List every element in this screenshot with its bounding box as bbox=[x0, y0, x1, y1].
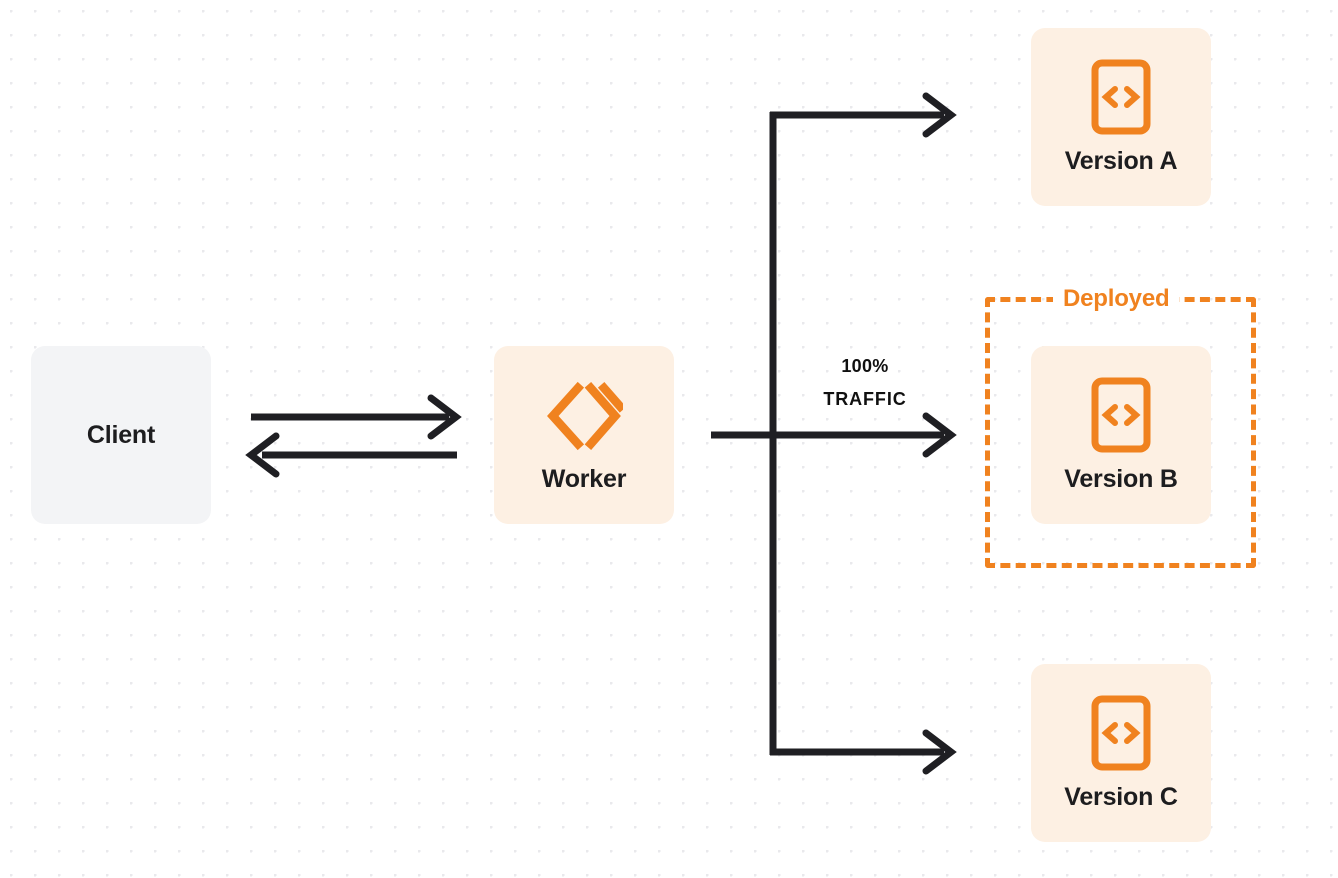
client-node-label: Client bbox=[86, 420, 156, 449]
version-c-node[interactable]: Version C bbox=[1031, 664, 1211, 842]
deployed-group-label: Deployed bbox=[1053, 286, 1180, 312]
edge-trunk-to-version-b bbox=[770, 412, 957, 458]
cloudflare-workers-logo-icon bbox=[547, 381, 623, 450]
worker-node[interactable]: Worker bbox=[494, 346, 674, 524]
traffic-percentage-label: 100% TRAFFIC bbox=[790, 350, 940, 416]
version-a-label: Version A bbox=[1064, 146, 1178, 175]
edge-trunk-to-version-a bbox=[770, 92, 957, 138]
version-a-node[interactable]: Version A bbox=[1031, 28, 1211, 206]
traffic-caption: TRAFFIC bbox=[823, 389, 907, 409]
code-brackets-icon bbox=[1091, 377, 1151, 452]
edge-worker-to-client bbox=[245, 432, 457, 478]
version-b-label: Version B bbox=[1064, 464, 1178, 493]
code-brackets-icon bbox=[1091, 695, 1151, 770]
version-c-label: Version C bbox=[1064, 782, 1178, 811]
worker-node-label: Worker bbox=[541, 464, 627, 493]
version-b-node[interactable]: Version B bbox=[1031, 346, 1211, 524]
traffic-percent-value: 100% bbox=[841, 356, 889, 376]
client-node[interactable]: Client bbox=[31, 346, 211, 524]
edge-trunk-to-version-c bbox=[770, 729, 957, 775]
code-brackets-icon bbox=[1091, 59, 1151, 134]
edge-client-to-worker bbox=[251, 394, 462, 440]
